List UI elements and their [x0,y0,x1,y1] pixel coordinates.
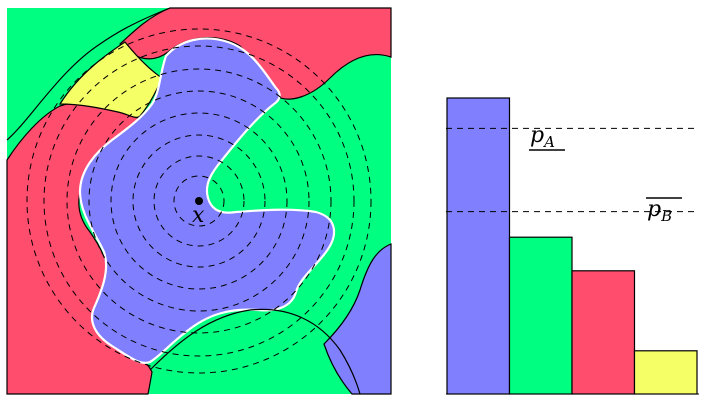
bar-1 [446,97,511,395]
dashed-circle-2 [153,155,245,247]
boundary-line-2 [149,308,361,395]
region-blue-center [78,37,336,364]
dashed-circle-1 [173,175,225,227]
dashed-circle-6 [66,68,332,334]
bar-4 [633,350,698,395]
dashed-circle-8 [26,28,372,374]
center-point-label: x [192,203,205,228]
threshold-label-pa: pA [529,123,565,151]
center-point-dot [195,197,203,205]
region-red-top [119,7,392,100]
region-blue-right [323,243,392,395]
bars-group [446,97,698,395]
dashed-circle-5 [88,90,310,312]
dashed-circles [26,28,372,374]
dashed-circle-3 [132,134,266,268]
dashed-circle-7 [43,45,355,357]
threshold-label-pb: pB [646,197,682,225]
bar-3 [571,270,636,395]
bar-2 [508,236,573,395]
boundary-line-1 [6,7,171,141]
threshold-label-pb-text: pB [647,197,672,225]
threshold-label-pa-text: pA [530,123,555,151]
dashed-circle-4 [110,112,288,290]
bar-chart: pA pB [446,97,699,395]
segmentation-map: x [6,7,392,395]
